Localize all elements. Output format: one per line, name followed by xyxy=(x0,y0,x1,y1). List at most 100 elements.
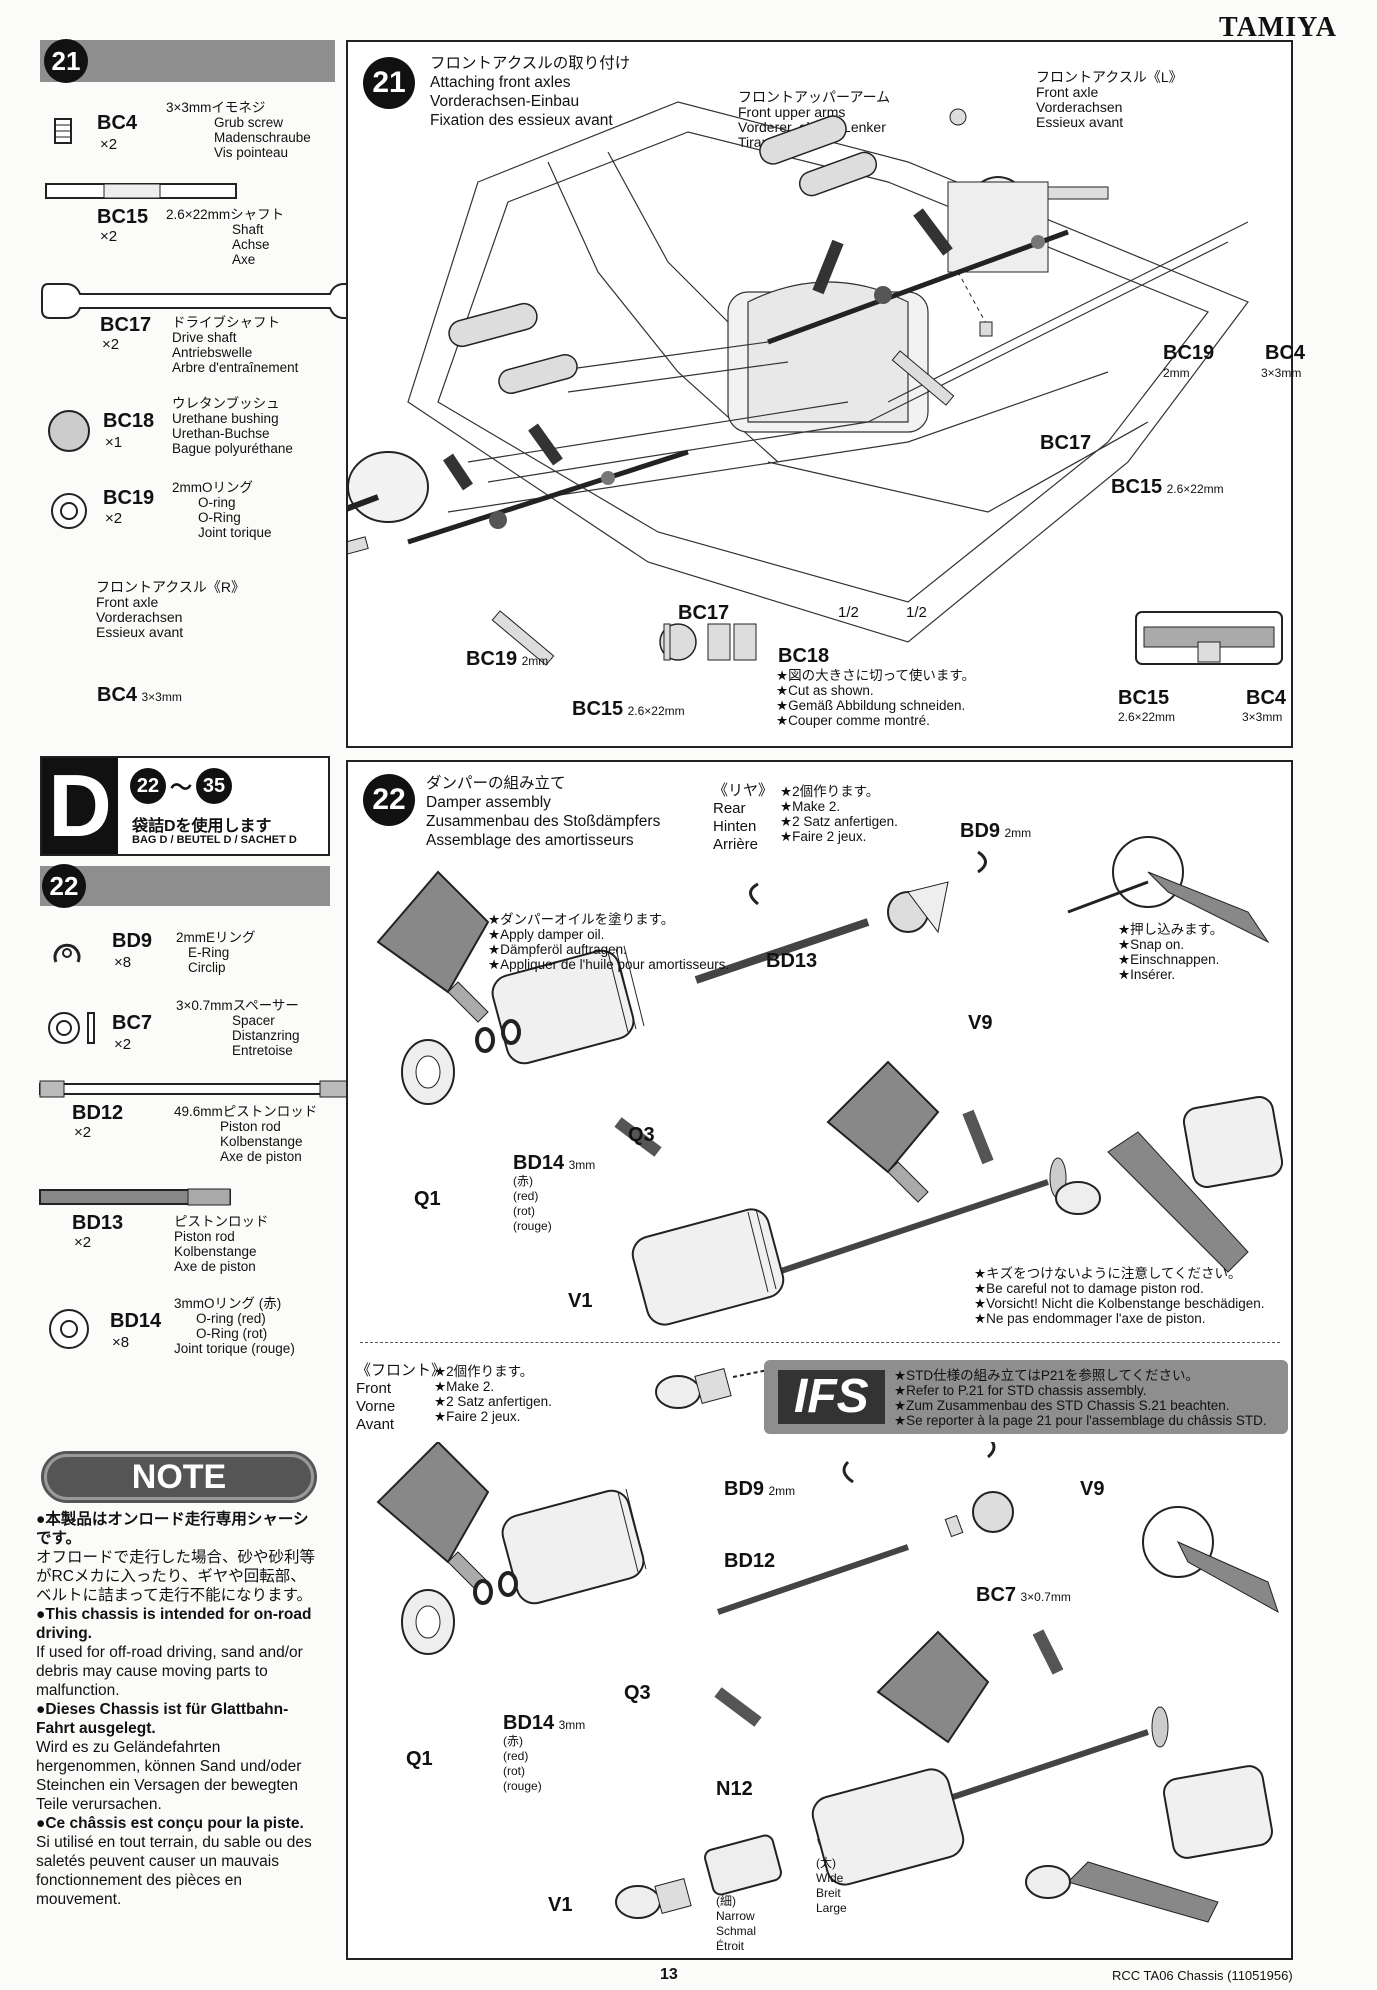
front-axle-l-label: フロントアクスル《L》 Front axle Vorderachsen Essi… xyxy=(1036,70,1183,130)
en: ★Cut as shown. xyxy=(776,683,874,698)
step-22-title: ダンパーの組み立て Damper assembly Zusammenbau de… xyxy=(426,774,660,850)
part-desc-bc18: ウレタンブッシュ Urethane bushing Urethan-Buchse… xyxy=(172,396,293,456)
bc7-label: BC7 3×0.7mm xyxy=(976,1584,1071,1607)
fr: Vis pointeau xyxy=(214,145,289,160)
de: Vorne xyxy=(356,1398,396,1415)
bc15-inset-label: BC15 xyxy=(1118,687,1170,709)
care-note: ★キズをつけないように注意してください。 ★Be careful not to … xyxy=(974,1266,1265,1326)
bd9-label-front: BD9 2mm xyxy=(724,1478,795,1501)
bc4-inset-label: BC4 xyxy=(1246,687,1287,709)
en: ★Make 2. xyxy=(434,1379,495,1394)
jp: 2.6×22mmシャフト xyxy=(166,207,285,222)
jp: 3mmOリング (赤) xyxy=(174,1296,282,1311)
de: O-Ring xyxy=(198,510,241,525)
part-code-bd14: BD14 xyxy=(110,1310,162,1332)
en: Rear xyxy=(713,800,746,817)
de: Distanzring xyxy=(232,1028,300,1043)
en: Piston rod xyxy=(220,1119,281,1134)
bd14-label-rear: BD14 3mm xyxy=(513,1152,595,1175)
fr: ★Ne pas endommager l'axe de piston. xyxy=(974,1311,1206,1326)
v1-label-front: V1 xyxy=(548,1894,573,1916)
bc15-label-right: BC15 2.6×22mm xyxy=(1111,476,1224,499)
n12-label: N12 xyxy=(716,1778,753,1800)
en: ★Snap on. xyxy=(1118,937,1185,952)
bd14-color-front: (赤) (red) (rot) (rouge) xyxy=(503,1734,542,1794)
jp: (赤) xyxy=(503,1734,523,1748)
fr: ★Couper comme montré. xyxy=(776,713,930,728)
note-de-body: Wird es zu Geländefahrten hergenommen, k… xyxy=(36,1739,302,1813)
part-qty-bc7: ×2 xyxy=(114,1036,132,1053)
bd12-label: BD12 xyxy=(724,1550,776,1572)
jp: 《リヤ》 xyxy=(713,782,774,799)
brand-logo: TAMIYA xyxy=(1218,12,1337,43)
code: BC7 xyxy=(976,1584,1017,1606)
fr: Essieux avant xyxy=(1036,114,1124,130)
part-code-bc17: BC17 xyxy=(100,314,152,336)
code: BD14 xyxy=(503,1712,555,1734)
note-body: ●本製品はオンロード走行専用シャーシです。 オフロードで走行した場合、砂や砂利等… xyxy=(36,1510,320,1909)
note-header: NOTE xyxy=(41,1451,317,1503)
en: ★Make 2. xyxy=(780,799,841,814)
part-qty-bc4: ×2 xyxy=(100,136,118,153)
rear-make-note: ★2個作ります。 ★Make 2. ★2 Satz anfertigen. ★F… xyxy=(780,784,898,844)
bd14-label-front: BD14 3mm xyxy=(503,1712,585,1735)
fr: ★Appliquer de l'huile pour amortisseurs. xyxy=(488,957,730,972)
part-code-bd13: BD13 xyxy=(72,1212,124,1234)
en: ★Be careful not to damage piston rod. xyxy=(974,1281,1204,1296)
de: Achse xyxy=(232,237,270,252)
bc4-label-left: BC4 3×3mm xyxy=(97,684,182,707)
step-21-parts-number: 21 xyxy=(44,39,88,83)
fr: (rouge) xyxy=(503,1779,542,1793)
de: (rot) xyxy=(503,1764,525,1778)
part-desc-bc17: ドライブシャフト Drive shaft Antriebswelle Arbre… xyxy=(172,315,298,375)
code: BC19 xyxy=(1163,342,1215,364)
en: Spacer xyxy=(232,1013,275,1028)
jp: ★キズをつけないように注意してください。 xyxy=(974,1266,1242,1281)
size: 2mm xyxy=(521,654,549,668)
de: (rot) xyxy=(513,1204,535,1218)
range-sep: 〜 xyxy=(170,775,193,800)
rear-front-divider xyxy=(360,1342,1280,1343)
code: BC15 xyxy=(572,698,624,720)
ifs-note: ★STD仕様の組み立てはP21を参照してください。 ★Refer to P.21… xyxy=(894,1368,1267,1428)
bc15-inset-size: 2.6×22mm xyxy=(1118,710,1176,724)
step-21-parts-bar xyxy=(40,40,335,82)
de: Breit xyxy=(816,1886,841,1900)
front-axle-r-label: フロントアクスル《R》 Front axle Vorderachsen Essi… xyxy=(96,580,245,640)
jp: (太) xyxy=(816,1856,836,1870)
part-code-bc18: BC18 xyxy=(103,410,155,432)
code: BC4 xyxy=(97,684,138,706)
fr: ★Insérer. xyxy=(1118,967,1176,982)
part-qty-bd12: ×2 xyxy=(74,1124,92,1141)
de: ★Vorsicht! Nicht die Kolbenstange beschä… xyxy=(974,1296,1265,1311)
part-code-bc4: BC4 xyxy=(97,112,138,134)
fr: Axe xyxy=(232,252,256,267)
en: Grub screw xyxy=(214,115,284,130)
en: ★Refer to P.21 for STD chassis assembly. xyxy=(894,1383,1147,1398)
fr: Assemblage des amortisseurs xyxy=(426,832,634,849)
jp: 《フロント》 xyxy=(356,1362,447,1379)
en: (red) xyxy=(503,1749,529,1763)
bc17-label-mid: BC17 xyxy=(678,602,730,624)
narrow-label: (細) Narrow Schmal Étroit xyxy=(716,1894,756,1954)
fr: Entretoise xyxy=(232,1043,293,1058)
jp: フロントアクスル《R》 xyxy=(96,579,245,595)
note-fr-bold: ●Ce châssis est conçu pour la piste. xyxy=(36,1815,304,1832)
en: Urethane bushing xyxy=(172,411,279,426)
size: 2.6×22mm xyxy=(1166,482,1224,496)
de: Vorderachsen xyxy=(1036,99,1123,115)
jp: (赤) xyxy=(513,1174,533,1188)
en: ★Apply damper oil. xyxy=(488,927,605,942)
de: Vorderachsen xyxy=(96,609,183,625)
jp: 3×0.7mmスペーサー xyxy=(176,998,299,1013)
part-desc-bc19: 2mmOリング O-ring O-Ring Joint torique xyxy=(172,480,272,540)
bd13-label: BD13 xyxy=(766,950,818,972)
part-desc-bd9: 2mmEリング E-Ring Circlip xyxy=(176,930,256,975)
fr: Joint torique xyxy=(198,525,272,540)
de: ★Gemäß Abbildung schneiden. xyxy=(776,698,966,713)
part-desc-bc4: 3×3mmイモネジ Grub screw Madenschraube Vis p… xyxy=(166,100,311,160)
jp: 49.6mmピストンロッド xyxy=(174,1104,318,1119)
front-make-note: ★2個作ります。 ★Make 2. ★2 Satz anfertigen. ★F… xyxy=(434,1364,552,1424)
fr: Avant xyxy=(356,1416,395,1433)
fr: ★Faire 2 jeux. xyxy=(780,829,867,844)
